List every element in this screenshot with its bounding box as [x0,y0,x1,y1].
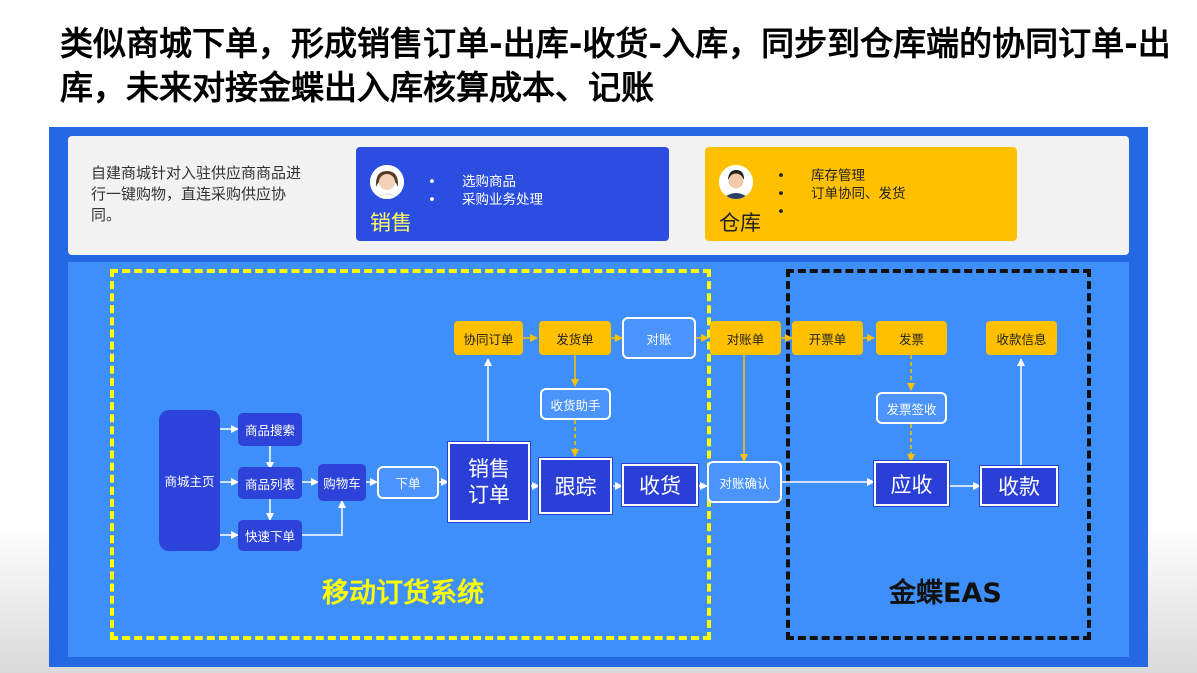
track-node: 跟踪 [538,457,613,515]
product-search-node: 商品搜索 [238,413,302,446]
receive-node: 收货 [621,463,699,507]
invoice-node: 发票 [876,321,947,355]
mobile-zone-label: 移动订货系统 [322,578,484,609]
sales-bullet-item: 采购业务处理 [428,191,543,209]
warehouse-avatar-icon [719,165,753,199]
receive-assistant-node: 收货助手 [540,388,611,420]
mall-home-node: 商城主页 [159,410,220,551]
coop-order-node: 协同订单 [454,321,523,355]
invoice-issue-node: 开票单 [792,321,863,355]
collection-info-node: 收款信息 [986,321,1057,355]
place-order-node: 下单 [377,466,439,499]
collection-node: 收款 [979,465,1059,507]
receivable-node: 应收 [873,460,950,507]
warehouse-bullet-item: 库存管理 [777,167,906,185]
sales-bullets: 选购商品 采购业务处理 [428,173,543,209]
warehouse-role-card: 仓库 库存管理 订单协同、发货 [705,147,1017,241]
intro-text: 自建商城针对入驻供应商商品进行一键购物，直连采购供应协同。 [91,164,302,224]
reconcile-node: 对账 [622,317,696,359]
eas-zone-label: 金蝶EAS [889,578,1002,609]
sales-avatar-icon [370,165,404,199]
delivery-note-node: 发货单 [539,321,611,355]
sales-role-card: 销售 选购商品 采购业务处理 [356,147,669,241]
mobile-ordering-zone [110,269,711,640]
product-list-node: 商品列表 [238,467,302,499]
cart-node: 购物车 [318,464,366,501]
kingdee-eas-zone [786,269,1091,640]
reconciliation-sheet-node: 对账单 [710,321,781,355]
warehouse-bullet-item: 订单协同、发货 [777,185,906,203]
warehouse-role-name: 仓库 [719,211,761,235]
quick-order-node: 快速下单 [238,520,302,551]
warehouse-bullet-item [777,203,906,221]
reconciliation-confirm-node: 对账确认 [707,461,782,503]
page-title: 类似商城下单，形成销售订单-出库-收货-入库，同步到仓库端的协同订单-出库，未来… [60,24,1171,107]
invoice-sign-node: 发票签收 [876,392,947,424]
sales-bullet-item: 选购商品 [428,173,543,191]
sales-role-name: 销售 [370,211,412,235]
warehouse-bullets: 库存管理 订单协同、发货 [777,167,906,221]
sales-order-node: 销售订单 [447,441,531,523]
